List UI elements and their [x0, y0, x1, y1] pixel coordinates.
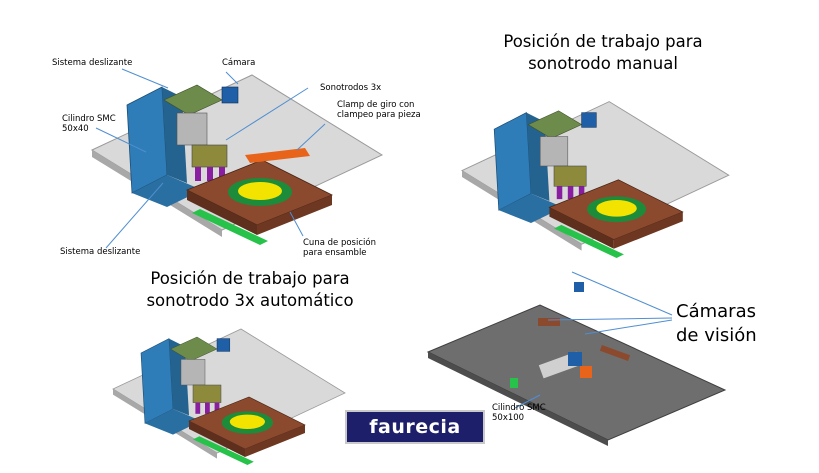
label-camara: Cámara	[222, 58, 256, 68]
title-manual: Posición de trabajo para sonotrodo manua…	[503, 32, 703, 73]
label-sistema-deslizante-bottom: Sistema deslizante	[60, 247, 141, 257]
label-clamp: Clamp de giro con clampeo para pieza	[337, 100, 421, 120]
label-sonotrodos: Sonotrodos 3x	[320, 83, 382, 93]
label-sistema-deslizante-top: Sistema deslizante	[52, 58, 133, 68]
title-camaras: Cámaras de visión	[676, 301, 757, 346]
label-cilindro-smc-bottom: Cilindro SMC 50x100	[492, 403, 546, 423]
label-cuna: Cuna de posición para ensamble	[303, 238, 376, 258]
faurecia-logo: faurecia	[345, 410, 485, 444]
label-cilindro-smc-top: Cilindro SMC 50x40	[62, 114, 116, 134]
title-automatico: Posición de trabajo para sonotrodo 3x au…	[146, 269, 354, 310]
